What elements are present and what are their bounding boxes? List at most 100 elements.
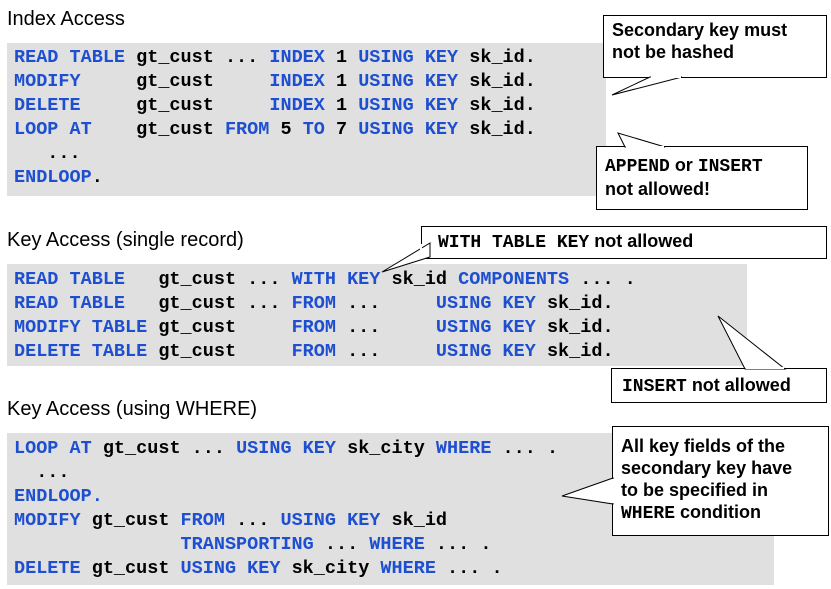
code-keyword: INDEX	[269, 95, 336, 116]
callout-insert-code: INSERT	[622, 377, 687, 397]
code-keyword: USING KEY	[358, 95, 470, 116]
code-line: LOOP AT gt_cust FROM 5 TO 7 USING KEY sk…	[14, 118, 536, 142]
code-identifier: gt_cust	[158, 317, 292, 338]
section-heading-key-access-single: Key Access (single record)	[7, 229, 244, 251]
callout-secondary-key-hashed: Secondary key must not be hashed	[603, 15, 827, 78]
code-keyword: WITH KEY	[291, 269, 392, 290]
code-keyword: USING KEY	[435, 293, 547, 314]
code-identifier: gt_cust ...	[102, 438, 237, 459]
callout-all-key-fields: All key fields of the secondary key have…	[612, 426, 829, 536]
code-keyword: DELETE	[14, 95, 137, 116]
code-identifier: sk_id.	[546, 341, 614, 362]
code-identifier: gt_cust	[91, 510, 181, 531]
code-identifier: 7	[336, 119, 359, 140]
code-identifier: gt_cust ...	[136, 47, 270, 68]
callout-table-key-text: not allowed	[589, 231, 694, 251]
callout-insert-text: not allowed	[686, 375, 791, 395]
code-keyword: MODIFY	[14, 71, 137, 92]
callout-with-table-key: WITH TABLE KEY not allowed	[421, 226, 827, 259]
code-keyword: WHERE	[369, 534, 436, 555]
code-identifier: sk_id.	[469, 119, 536, 140]
code-identifier: ... .	[502, 438, 559, 459]
code-keyword: FROM	[291, 293, 348, 314]
code-keyword: USING KEY	[280, 510, 392, 531]
code-line: LOOP AT gt_cust ... USING KEY sk_city WH…	[14, 437, 558, 461]
code-identifier: ...	[14, 462, 70, 483]
code-line: READ TABLE gt_cust ... FROM ... USING KE…	[14, 292, 636, 316]
code-identifier: sk_id.	[469, 47, 536, 68]
code-identifier: sk_id.	[469, 95, 536, 116]
code-identifier: gt_cust	[136, 95, 270, 116]
code-line: ...	[14, 142, 536, 166]
code-identifier: gt_cust	[158, 341, 292, 362]
code-identifier: sk_id.	[546, 317, 614, 338]
code-line: READ TABLE gt_cust ... INDEX 1 USING KEY…	[14, 46, 536, 70]
code-keyword: ENDLOOP	[14, 167, 92, 188]
code-keyword: USING KEY	[358, 119, 470, 140]
code-keyword: READ TABLE	[14, 269, 159, 290]
code-identifier: gt_cust	[136, 71, 270, 92]
code-keyword: LOOP AT	[14, 438, 103, 459]
callout-all-key-line3: to be specified in	[621, 480, 769, 500]
code-keyword: WHERE	[435, 438, 503, 459]
callout-append-insert: APPEND or INSERT not allowed!	[596, 146, 808, 210]
code-block-key-access-single: READ TABLE gt_cust ... WITH KEY sk_id CO…	[14, 268, 636, 364]
code-keyword: DELETE TABLE	[14, 341, 159, 362]
section-heading-index-access: Index Access	[7, 8, 125, 30]
code-keyword: FROM	[291, 341, 348, 362]
callout-table-key-code: WITH TABLE KEY	[438, 233, 590, 253]
pointer-hashed	[611, 76, 683, 96]
code-line: MODIFY TABLE gt_cust FROM ... USING KEY …	[14, 316, 636, 340]
code-keyword: USING KEY	[236, 438, 348, 459]
pointer-insert	[717, 315, 787, 370]
code-identifier: sk_id	[391, 510, 448, 531]
code-keyword: FROM	[180, 510, 237, 531]
code-identifier: gt_cust	[136, 119, 225, 140]
callout-all-key-line4: condition	[675, 502, 761, 522]
code-keyword: TO	[302, 119, 336, 140]
code-keyword: USING KEY	[435, 317, 547, 338]
code-keyword: USING KEY	[435, 341, 547, 362]
code-identifier: gt_cust ...	[158, 269, 292, 290]
code-keyword: MODIFY TABLE	[14, 317, 159, 338]
code-identifier: ...	[14, 143, 81, 164]
pointer-append	[617, 132, 666, 148]
callout-append-line2: not allowed!	[605, 179, 710, 199]
code-identifier: ...	[347, 293, 436, 314]
callout-all-key-line1: All key fields of the	[621, 436, 786, 456]
code-identifier: ...	[347, 317, 436, 338]
code-identifier: gt_cust	[91, 558, 181, 579]
code-keyword: INDEX	[269, 71, 336, 92]
callout-hashed-line1: Secondary key must	[612, 20, 788, 40]
code-identifier: 5	[280, 119, 303, 140]
code-line: TRANSPORTING ... WHERE ... .	[14, 533, 558, 557]
code-keyword: WHERE	[380, 558, 448, 579]
code-identifier: ... .	[447, 558, 503, 579]
code-keyword: READ TABLE	[14, 47, 137, 68]
code-keyword: COMPONENTS	[458, 269, 581, 290]
callout-append-code: APPEND	[605, 157, 670, 177]
code-identifier: sk_city	[291, 558, 381, 579]
code-identifier: ...	[347, 341, 436, 362]
code-keyword: READ TABLE	[14, 293, 159, 314]
code-identifier: sk_id.	[469, 71, 536, 92]
code-identifier: ... .	[435, 534, 492, 555]
code-keyword: USING KEY	[358, 47, 470, 68]
callout-append-mid: or	[669, 155, 698, 175]
code-identifier: ... .	[580, 269, 636, 290]
code-keyword: MODIFY	[14, 510, 92, 531]
code-identifier: 1	[335, 95, 359, 116]
code-keyword: USING KEY	[180, 558, 292, 579]
code-keyword: DELETE	[14, 558, 92, 579]
code-line: ENDLOOP.	[14, 166, 536, 190]
code-line: ENDLOOP.	[14, 485, 558, 509]
code-line: DELETE TABLE gt_cust FROM ... USING KEY …	[14, 340, 636, 364]
callout-hashed-line2: not be hashed	[612, 42, 735, 62]
code-line: DELETE gt_cust INDEX 1 USING KEY sk_id.	[14, 94, 536, 118]
code-keyword: FROM	[291, 317, 348, 338]
code-identifier: ...	[324, 534, 370, 555]
pointer-table-key	[381, 242, 431, 273]
code-identifier: sk_id.	[546, 293, 614, 314]
code-block-index-access: READ TABLE gt_cust ... INDEX 1 USING KEY…	[14, 46, 536, 190]
